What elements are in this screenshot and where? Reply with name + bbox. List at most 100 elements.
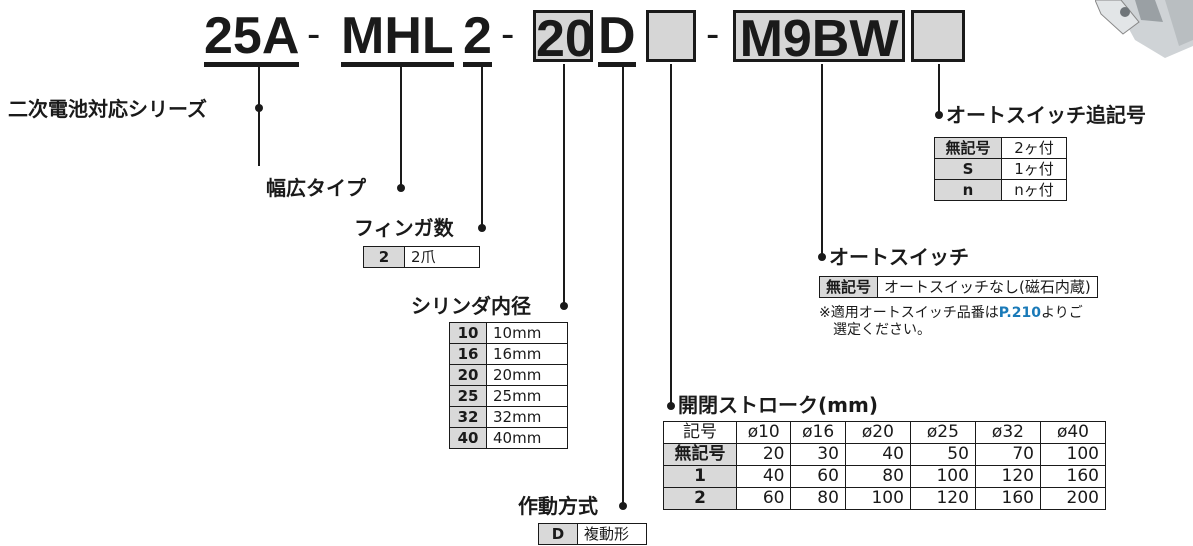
stroke-cell: 50 <box>909 443 976 466</box>
code-switch-qty-box <box>911 10 965 62</box>
stroke-header-row: 記号 ø10 ø16 ø20 ø25 ø32 ø40 <box>663 421 1107 444</box>
bore-value: 25mm <box>486 385 568 407</box>
stroke-cell: 100 <box>1039 443 1107 466</box>
connector-line-series-v <box>258 64 260 166</box>
label-stroke: 開閉ストローク(mm) <box>678 393 878 417</box>
stroke-header-cell: 記号 <box>663 421 737 444</box>
stroke-table: 記号 ø10 ø16 ø20 ø25 ø32 ø40 無記号 20 30 40 … <box>663 421 1107 510</box>
code-bore-box: 20 <box>533 10 594 65</box>
stroke-cell: 20 <box>735 443 792 466</box>
bore-key: 10 <box>449 322 487 344</box>
fingers-value: 2爪 <box>404 246 480 268</box>
connector-line-type-v <box>400 64 402 187</box>
label-bore: シリンダ内径 <box>411 294 531 318</box>
switch-note: ※適用オートスイッチ品番はP.210よりご 選定ください。 <box>819 305 1083 339</box>
stroke-header-cell: ø16 <box>790 421 846 444</box>
stroke-cell: 80 <box>844 465 911 488</box>
bullet-dot <box>560 302 568 310</box>
bore-value: 10mm <box>486 322 568 344</box>
bore-key: 16 <box>449 343 487 365</box>
product-image <box>1095 0 1193 58</box>
stroke-cell: 40 <box>844 443 911 466</box>
connector-line-fingers-v <box>481 64 483 227</box>
table-row: 無記号 オートスイッチなし(磁石内蔵) <box>818 276 1098 298</box>
switch-table: 無記号 オートスイッチなし(磁石内蔵) <box>818 276 1098 298</box>
operation-key: D <box>538 523 578 545</box>
stroke-header-cell: ø20 <box>844 421 911 444</box>
table-row: D 複動形 <box>538 523 647 545</box>
stroke-cell: 80 <box>790 487 846 510</box>
switch-note-suffix: よりご <box>1040 305 1083 321</box>
label-switch: オートスイッチ <box>829 245 969 269</box>
stroke-key: 2 <box>663 487 737 510</box>
stroke-cell: 160 <box>974 487 1041 510</box>
bullet-dot <box>478 224 486 232</box>
bullet-dot <box>619 502 627 510</box>
connector-line-bore-v <box>563 64 565 307</box>
stroke-cell: 30 <box>790 443 846 466</box>
stroke-cell: 60 <box>735 487 792 510</box>
switch-key: 無記号 <box>818 276 879 298</box>
bore-key: 25 <box>449 385 487 407</box>
stroke-cell: 70 <box>974 443 1041 466</box>
code-switch-box: M9BW <box>733 10 905 65</box>
bullet-dot <box>667 402 675 410</box>
label-operation: 作動方式 <box>518 494 598 518</box>
bullet-dot <box>255 104 263 112</box>
code-fingers: 2 <box>463 7 492 67</box>
stroke-header-cell: ø32 <box>974 421 1041 444</box>
label-type: 幅広タイプ <box>266 176 366 200</box>
connector-line-stroke-v <box>670 64 672 406</box>
stroke-cell: 120 <box>974 465 1041 488</box>
code-operation: D <box>598 7 636 67</box>
switch-note-prefix: ※適用オートスイッチ品番は <box>819 305 999 321</box>
bore-key: 20 <box>449 364 487 386</box>
switch-qty-value: 2ヶ付 <box>1001 137 1067 159</box>
connector-line-switch-v <box>821 64 823 257</box>
stroke-header-cell: ø25 <box>909 421 976 444</box>
code-model-mhl: MHL <box>341 7 454 67</box>
stroke-cell: 60 <box>790 465 846 488</box>
fingers-key: 2 <box>363 246 405 268</box>
code-dash: - <box>706 12 720 56</box>
code-series-25a: 25A <box>204 7 300 67</box>
code-stroke-box <box>646 10 696 62</box>
bore-value: 16mm <box>486 343 568 365</box>
fingers-table: 2 2爪 <box>363 246 480 268</box>
bore-key: 40 <box>449 427 487 449</box>
bore-value: 32mm <box>486 406 568 428</box>
label-series: 二次電池対応シリーズ <box>8 97 207 121</box>
stroke-cell: 100 <box>844 487 911 510</box>
table-row: 無記号 20 30 40 50 70 100 <box>663 443 1107 466</box>
table-row: 1 40 60 80 100 120 160 <box>663 465 1107 488</box>
operation-table: D 複動形 <box>538 523 647 545</box>
switch-qty-key: 無記号 <box>934 137 1002 159</box>
stroke-key: 1 <box>663 465 737 488</box>
bullet-dot <box>397 184 405 192</box>
bullet-dot <box>818 253 826 261</box>
switch-qty-value: nヶ付 <box>1001 179 1067 201</box>
stroke-cell: 200 <box>1039 487 1107 510</box>
switch-qty-value: 1ヶ付 <box>1001 158 1067 180</box>
stroke-cell: 100 <box>909 465 976 488</box>
bullet-dot <box>935 111 943 119</box>
switch-qty-key: S <box>934 158 1002 180</box>
code-dash: - <box>307 12 321 56</box>
operation-value: 複動形 <box>577 523 647 545</box>
switch-note-line1: ※適用オートスイッチ品番はP.210よりご <box>819 305 1083 322</box>
switch-page-link[interactable]: P.210 <box>998 305 1041 321</box>
table-row: 2 60 80 100 120 160 200 <box>663 487 1107 510</box>
stroke-cell: 160 <box>1039 465 1107 488</box>
switch-value: オートスイッチなし(磁石内蔵) <box>877 276 1098 298</box>
code-dash: - <box>501 12 515 56</box>
